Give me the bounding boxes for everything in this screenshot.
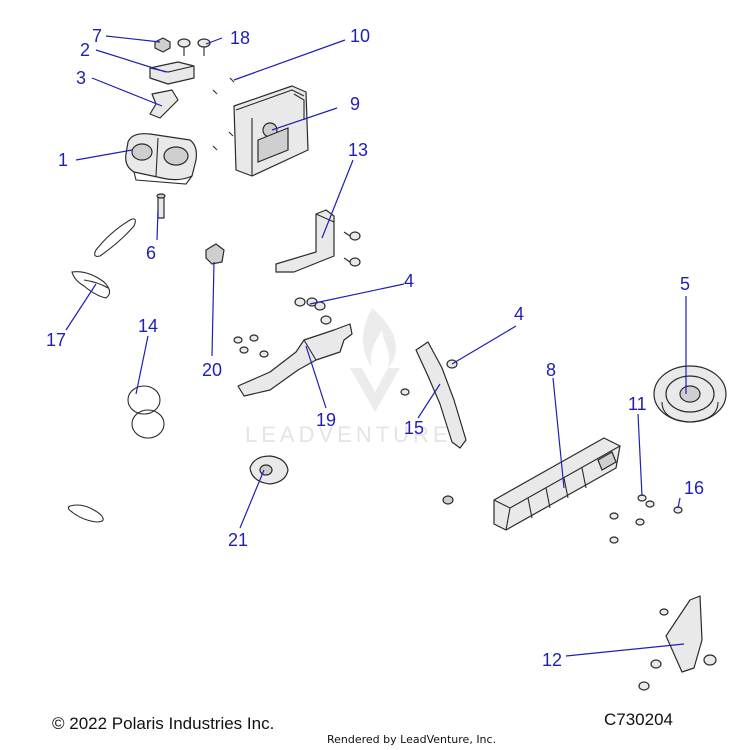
callout-3: 3 bbox=[76, 68, 86, 88]
callout-17: 17 bbox=[46, 330, 66, 350]
callout-16: 16 bbox=[684, 478, 704, 498]
part-nut-small bbox=[442, 495, 454, 505]
part-3-clip bbox=[149, 89, 179, 119]
part-17-clamp bbox=[71, 271, 111, 299]
leadventure-watermark: LEADVENTURE bbox=[245, 308, 452, 447]
callout-6: 6 bbox=[146, 243, 156, 263]
callout-10: 10 bbox=[350, 26, 370, 46]
part-5-grommet bbox=[653, 365, 727, 423]
copyright-text: © 2022 Polaris Industries Inc. bbox=[52, 714, 275, 733]
rendered-by-text: Rendered by LeadVenture, Inc. bbox=[327, 733, 497, 746]
callout-12: 12 bbox=[542, 650, 562, 670]
callout-4-right: 4 bbox=[514, 304, 524, 324]
callout-21: 21 bbox=[228, 530, 248, 550]
leader-lines bbox=[65, 35, 687, 657]
callout-13: 13 bbox=[348, 140, 368, 160]
part-2-bracket bbox=[149, 61, 195, 85]
callout-2: 2 bbox=[80, 40, 90, 60]
part-wire-tie bbox=[94, 218, 136, 257]
callout-7: 7 bbox=[92, 26, 102, 46]
callout-5: 5 bbox=[680, 274, 690, 294]
part-9-ecu-module bbox=[233, 85, 309, 177]
part-21-switch bbox=[249, 455, 289, 485]
part-13-bolts bbox=[343, 231, 361, 267]
callout-8: 8 bbox=[546, 360, 556, 380]
part-14-clamp-loops bbox=[127, 385, 165, 439]
callout-20: 20 bbox=[202, 360, 222, 380]
diagram-code: C730204 bbox=[604, 710, 674, 729]
part-10-screws bbox=[212, 77, 235, 151]
callout-1: 1 bbox=[58, 150, 68, 170]
watermark-text: LEADVENTURE bbox=[245, 422, 452, 447]
part-13-bracket bbox=[275, 209, 335, 273]
callout-9: 9 bbox=[350, 94, 360, 114]
part-strap bbox=[67, 504, 104, 523]
callout-4-upper: 4 bbox=[404, 271, 414, 291]
part-8-fuse-block bbox=[493, 437, 621, 531]
part-1-ignition-coil bbox=[125, 133, 197, 185]
part-12-bracket bbox=[638, 595, 717, 691]
callout-15: 15 bbox=[404, 418, 424, 438]
part-11-16-fasteners bbox=[609, 494, 683, 544]
callout-numbers: 7 2 3 1 6 18 10 9 13 4 4 5 8 11 16 12 14… bbox=[46, 26, 704, 670]
callout-11: 11 bbox=[628, 394, 647, 414]
part-20-connector bbox=[205, 243, 225, 265]
part-7-nut bbox=[154, 37, 171, 53]
part-18-screws bbox=[177, 38, 211, 56]
callout-19: 19 bbox=[316, 410, 336, 430]
callout-14: 14 bbox=[138, 316, 158, 336]
part-19-bracket bbox=[237, 323, 353, 397]
callout-18: 18 bbox=[230, 28, 250, 48]
